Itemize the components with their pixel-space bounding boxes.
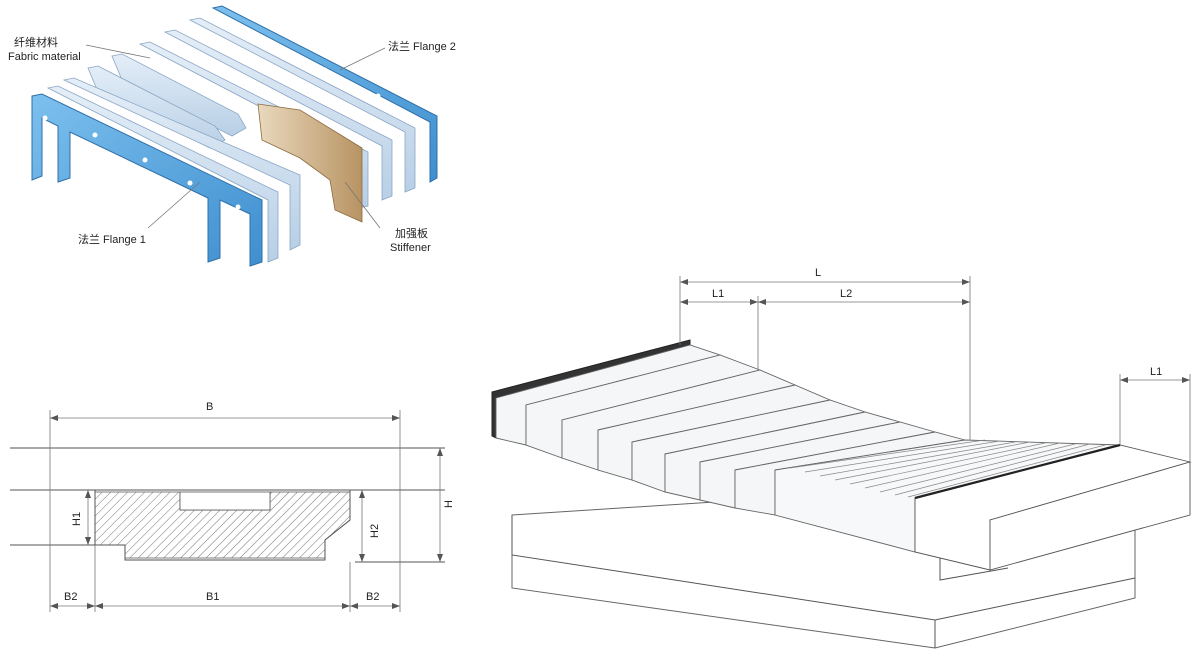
dim-H1: H1 — [71, 512, 83, 526]
flange-1-label: 法兰 Flange 1 — [78, 232, 146, 246]
fabric-label-cn: 纤维材料 — [14, 35, 58, 49]
dim-B1: B1 — [206, 591, 219, 603]
installation-view: L L1 L2 L1 — [491, 267, 1192, 649]
flange-1-plate — [31, 93, 263, 267]
dim-B2-left: B2 — [64, 591, 77, 603]
dim-H: H — [443, 500, 455, 508]
cross-section-view: B H H1 H2 B2 B1 B2 — [10, 401, 455, 612]
dim-L: L — [815, 267, 821, 279]
compressed-folds — [774, 439, 1192, 571]
flange-2-label: 法兰 Flange 2 — [388, 39, 456, 53]
length-dimensions — [679, 276, 1191, 462]
stiffener-plate — [257, 103, 363, 223]
flange-2-plate — [211, 5, 438, 183]
dim-L1-right: L1 — [1150, 366, 1162, 378]
dim-L2: L2 — [840, 288, 852, 300]
dim-H2: H2 — [369, 524, 381, 538]
dim-L1: L1 — [712, 288, 724, 300]
fabric-label-en: Fabric material — [8, 51, 81, 63]
leader-lines — [85, 44, 386, 229]
fabric-folds-front — [46, 53, 301, 263]
dim-B: B — [206, 401, 213, 413]
stiffener-label-cn: 加强板 — [395, 226, 428, 240]
stiffener-label-en: Stiffener — [390, 242, 431, 254]
exploded-view: 纤维材料 Fabric material 法兰 Flange 2 法兰 Flan… — [8, 5, 456, 267]
expanded-folds — [495, 344, 966, 516]
dim-B2-right: B2 — [366, 591, 379, 603]
